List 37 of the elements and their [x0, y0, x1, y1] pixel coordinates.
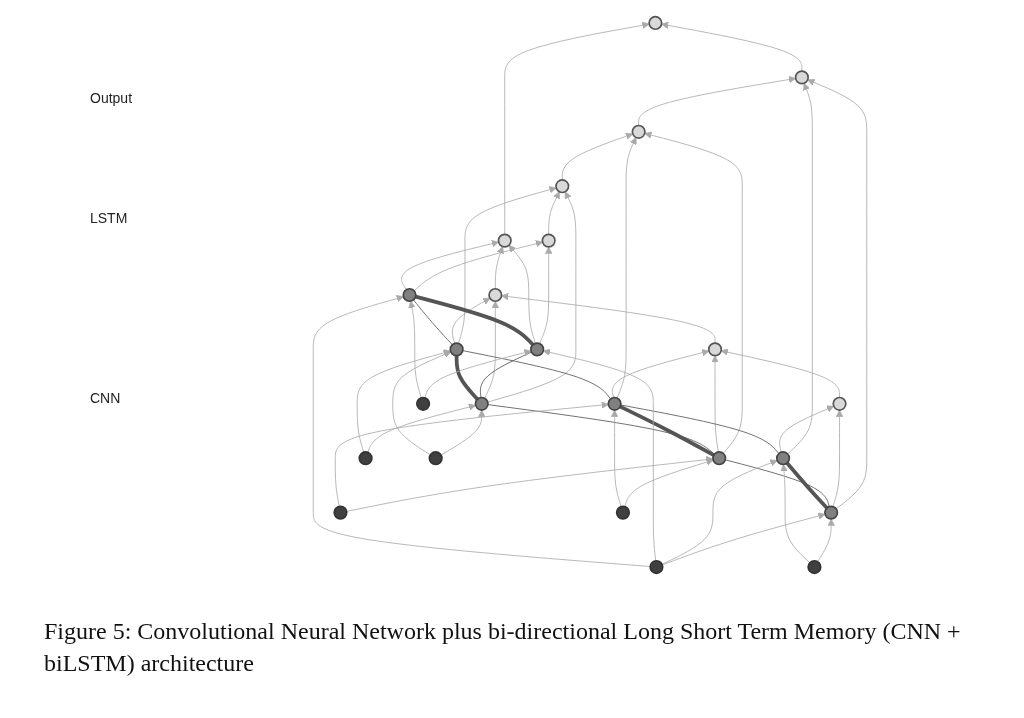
node-circle: [648, 15, 663, 31]
node-circle: [615, 505, 631, 520]
layer-label: CNN: [90, 390, 121, 406]
node-circle: [333, 505, 348, 520]
node-circle: [474, 396, 489, 411]
node-circle: [428, 451, 443, 466]
node-circle: [775, 451, 791, 466]
connector: [724, 459, 830, 508]
connector: [487, 404, 715, 455]
node-circle: [607, 396, 622, 411]
node-circle: [449, 342, 464, 357]
node-circle: [631, 124, 646, 139]
node-circle: [824, 505, 839, 520]
layer-label: LSTM: [90, 210, 128, 226]
connector: [413, 299, 453, 346]
node-circle: [649, 559, 664, 575]
node-circle: [416, 396, 431, 411]
node-circle: [402, 287, 417, 303]
node-circle: [832, 396, 847, 411]
node-circle: [530, 342, 545, 357]
node-circle: [497, 233, 512, 248]
connector: [454, 355, 479, 401]
node-circle: [358, 451, 373, 466]
node-circle: [555, 179, 570, 194]
connector: [620, 404, 780, 454]
node-circle: [707, 342, 723, 357]
connector: [785, 461, 829, 510]
figure-caption: Figure 5: Convolutional Neural Network plus bi-directional Long Short Term Memory (CNN + biLSTM) architecture: [44, 617, 962, 679]
connector: [619, 404, 715, 457]
node-circle: [807, 559, 822, 575]
connector: [462, 350, 612, 400]
node-circle: [712, 451, 727, 466]
node-circle: [541, 233, 556, 248]
layer-label: Output: [90, 90, 133, 106]
connector: [479, 351, 532, 398]
node-circle: [488, 287, 503, 303]
node-circle: [794, 70, 809, 85]
